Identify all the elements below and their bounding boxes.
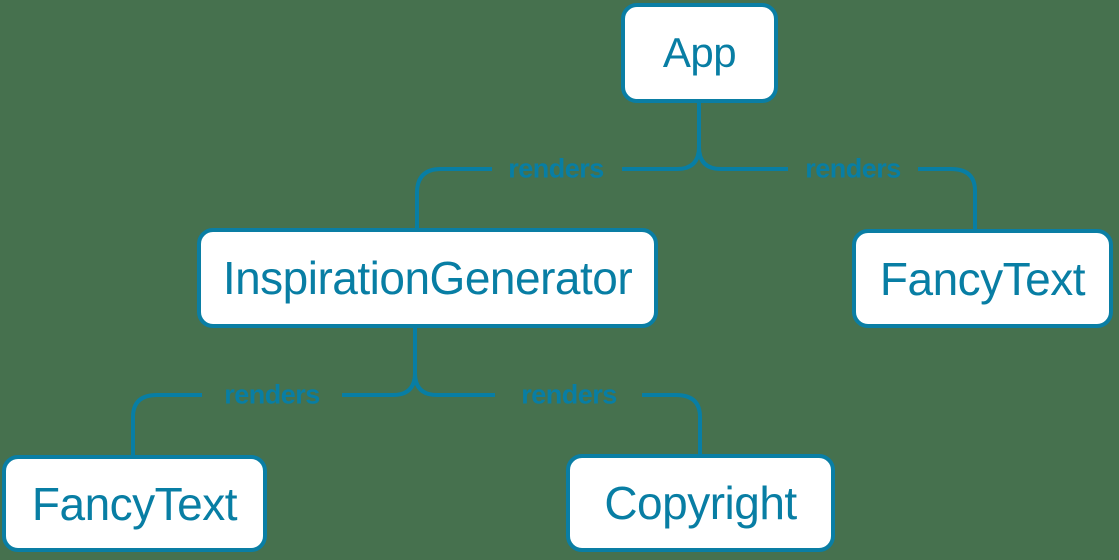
node-fancy-text-bottom-left: FancyText — [2, 455, 267, 552]
node-copyright: Copyright — [566, 454, 835, 552]
edge-app-fancytext-right-arm — [697, 146, 788, 171]
edge-label-renders-inspiration-copyright: renders — [521, 379, 617, 410]
node-inspiration-generator: InspirationGenerator — [197, 228, 658, 328]
edge-inspiration-copyright-right-arm — [413, 372, 495, 397]
edge-inspiration-copyright-drop — [642, 393, 702, 456]
node-fancy-text-top-right: FancyText — [852, 229, 1113, 328]
edge-label-renders-app-fancytext: renders — [805, 153, 901, 184]
node-inspiration-generator-label: InspirationGenerator — [222, 252, 633, 304]
node-app-label: App — [662, 29, 737, 76]
node-app: App — [621, 3, 778, 103]
node-copyright-label: Copyright — [604, 477, 797, 529]
edge-app-inspiration-left-arm — [622, 146, 701, 171]
edge-label-renders-app-inspiration: renders — [508, 153, 604, 184]
edge-inspiration-fancytext-drop — [131, 393, 202, 457]
node-fancy-text-top-right-label: FancyText — [879, 252, 1086, 305]
edge-app-fancytext-drop — [918, 167, 977, 231]
node-fancy-text-bottom-left-label: FancyText — [31, 477, 238, 530]
edge-inspiration-fancytext-left-arm — [342, 372, 417, 397]
edge-app-inspiration-drop — [415, 167, 492, 230]
edge-label-renders-inspiration-fancytext: renders — [224, 379, 320, 410]
